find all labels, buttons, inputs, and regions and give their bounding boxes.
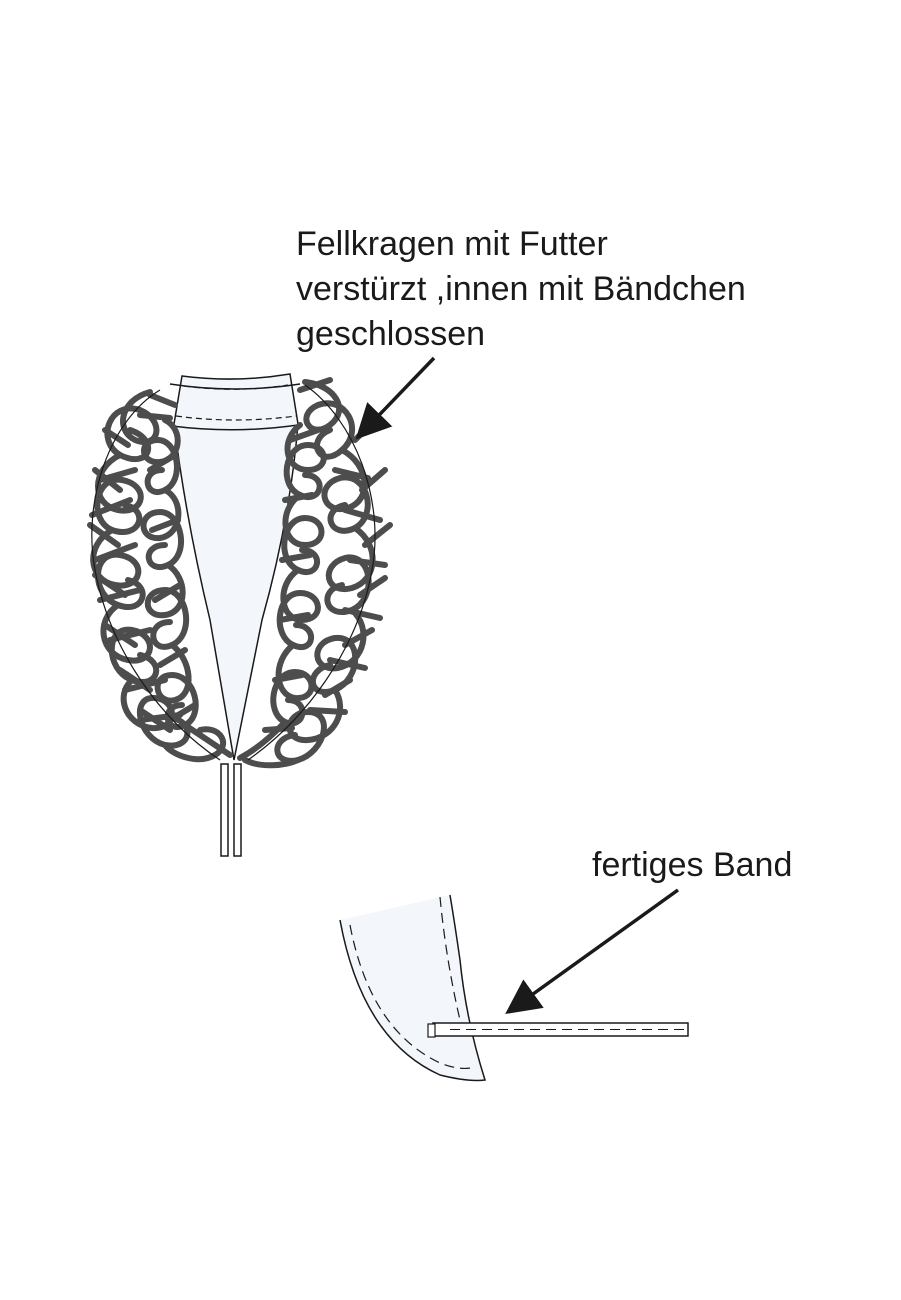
collar-band-stitch-bottom <box>175 415 297 421</box>
fur-collar <box>87 373 393 857</box>
fabric-piece <box>339 894 486 1082</box>
collar-outline <box>91 384 376 761</box>
collar-lining <box>173 373 299 761</box>
tie-left <box>220 763 229 857</box>
tie-right <box>233 763 242 857</box>
collar-band-stitch-top <box>183 384 289 390</box>
collar-label-line-3: geschlossen <box>296 315 486 353</box>
collar-band-bottom <box>171 424 299 431</box>
collar-label-line-2: verstürzt ,innen mit Bändchen <box>296 270 746 308</box>
band-label: fertiges Band <box>592 846 793 884</box>
band-arrow <box>505 888 680 1015</box>
fur-left-lapel <box>87 389 233 763</box>
collar-label-line-1: Fellkragen mit Futter <box>296 225 608 263</box>
collar-arrow <box>355 356 436 440</box>
collar-ties <box>220 763 242 857</box>
fur-right-lapel <box>237 377 393 769</box>
band-detail <box>339 894 689 1082</box>
collar-label: Fellkragen mit Futter verstürzt ,innen m… <box>296 222 746 357</box>
band-end <box>427 1023 436 1038</box>
fabric-stitch-outer <box>349 924 471 1070</box>
